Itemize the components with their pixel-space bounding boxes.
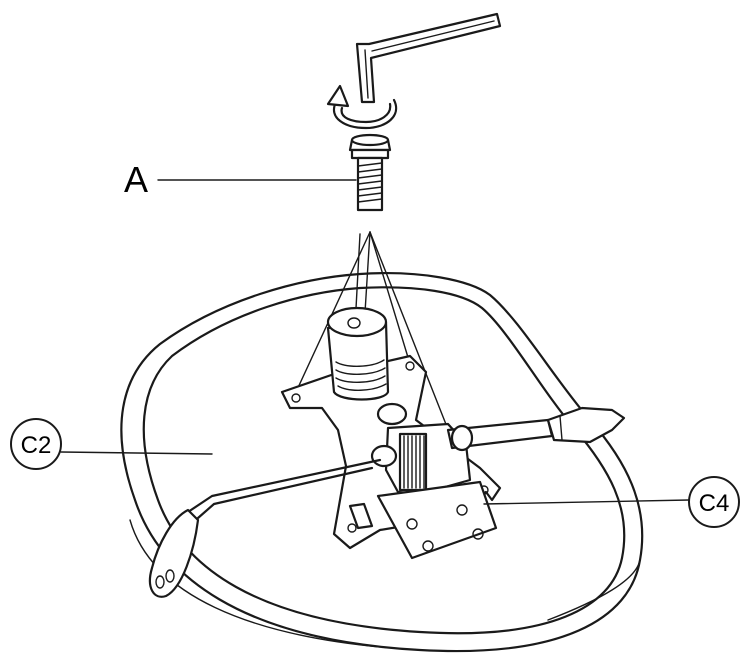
bolt-icon	[348, 133, 392, 212]
label-a-text: A	[124, 159, 148, 200]
label-c4-text: C4	[699, 490, 730, 517]
tilt-mechanism	[280, 306, 502, 560]
right-lever	[446, 406, 626, 452]
label-a: A	[124, 159, 357, 200]
rotate-arrow-icon	[326, 84, 398, 130]
label-c2-text: C2	[21, 432, 52, 459]
hex-key-icon	[355, 12, 502, 104]
label-c2: C2	[10, 418, 213, 470]
label-c4: C4	[483, 476, 740, 528]
left-lever	[148, 458, 382, 598]
